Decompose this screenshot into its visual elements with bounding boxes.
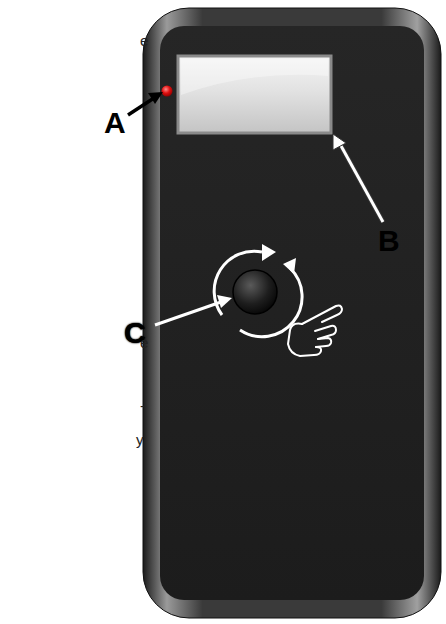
display-screen: [178, 56, 331, 133]
leader-arrow: [333, 134, 383, 222]
cropped-text: -: [140, 398, 145, 413]
arrow-head: [283, 258, 296, 274]
callout-letter: B: [378, 226, 400, 256]
device-face: [160, 26, 424, 600]
device-body: [143, 8, 441, 618]
callout-letter: A: [104, 108, 126, 138]
led-indicator: [162, 86, 173, 97]
hand-icon: [288, 305, 342, 356]
cropped-text: e: [140, 335, 148, 350]
rotation-arrows: [214, 251, 302, 336]
leader-arrow: [128, 92, 163, 115]
leader-arrow: [155, 295, 232, 325]
screen-glare: [181, 59, 328, 95]
cropped-text: e: [140, 33, 148, 48]
arrow-head: [262, 244, 276, 261]
cropped-text: y: [136, 432, 144, 447]
rotary-knob: [233, 270, 277, 314]
